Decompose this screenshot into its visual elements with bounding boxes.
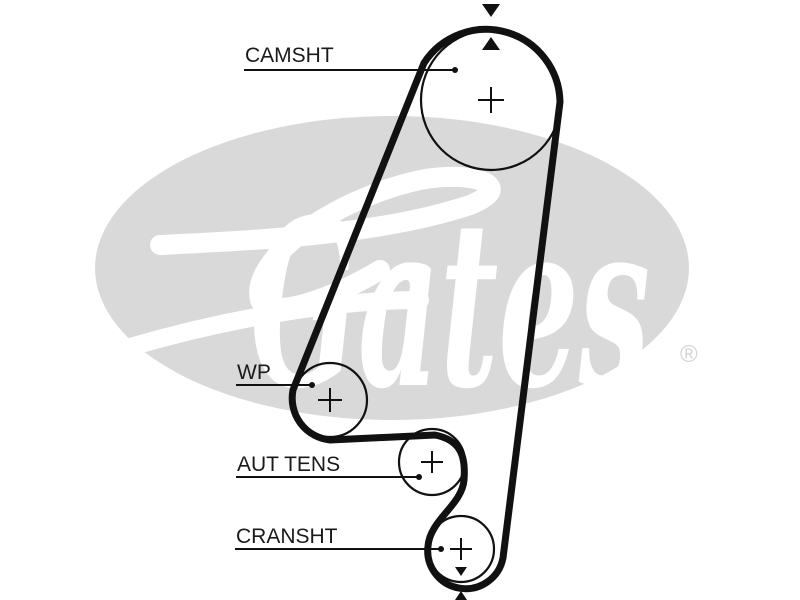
water-pump-label: WP xyxy=(237,361,271,384)
logo-underline xyxy=(111,291,429,359)
cam-timing-arrow-down-icon xyxy=(482,4,500,17)
timing-belt xyxy=(288,25,564,593)
crankshaft-label: CRANSHT xyxy=(236,525,338,548)
camshaft-label: CAMSHT xyxy=(245,44,334,67)
camshaft-center-icon xyxy=(478,87,504,113)
camshaft-leader-dot xyxy=(452,67,458,73)
crankshaft-leader-dot xyxy=(438,546,444,552)
crankshaft-center-icon xyxy=(450,538,472,560)
cam-timing-arrow-up-icon xyxy=(482,37,500,50)
crank-timing-arrow-down-icon xyxy=(455,567,467,576)
crank-timing-arrow-up-icon xyxy=(455,591,467,600)
timing-marks xyxy=(455,4,500,600)
tensioner-center-icon xyxy=(421,451,443,473)
water-pump-center-icon xyxy=(318,388,342,412)
tensioner-leader-dot xyxy=(416,474,422,480)
logo-wordmark: Gates xyxy=(250,170,650,440)
labels: CAMSHT WP AUT TENS CRANSHT xyxy=(235,44,458,552)
tensioner-label: AUT TENS xyxy=(237,453,340,476)
center-marks xyxy=(318,87,504,560)
registered-mark: ® xyxy=(680,341,698,368)
water-pump-leader-dot xyxy=(309,382,315,388)
logo-ellipse xyxy=(95,116,689,420)
gates-logo: Gates ® xyxy=(95,116,698,440)
